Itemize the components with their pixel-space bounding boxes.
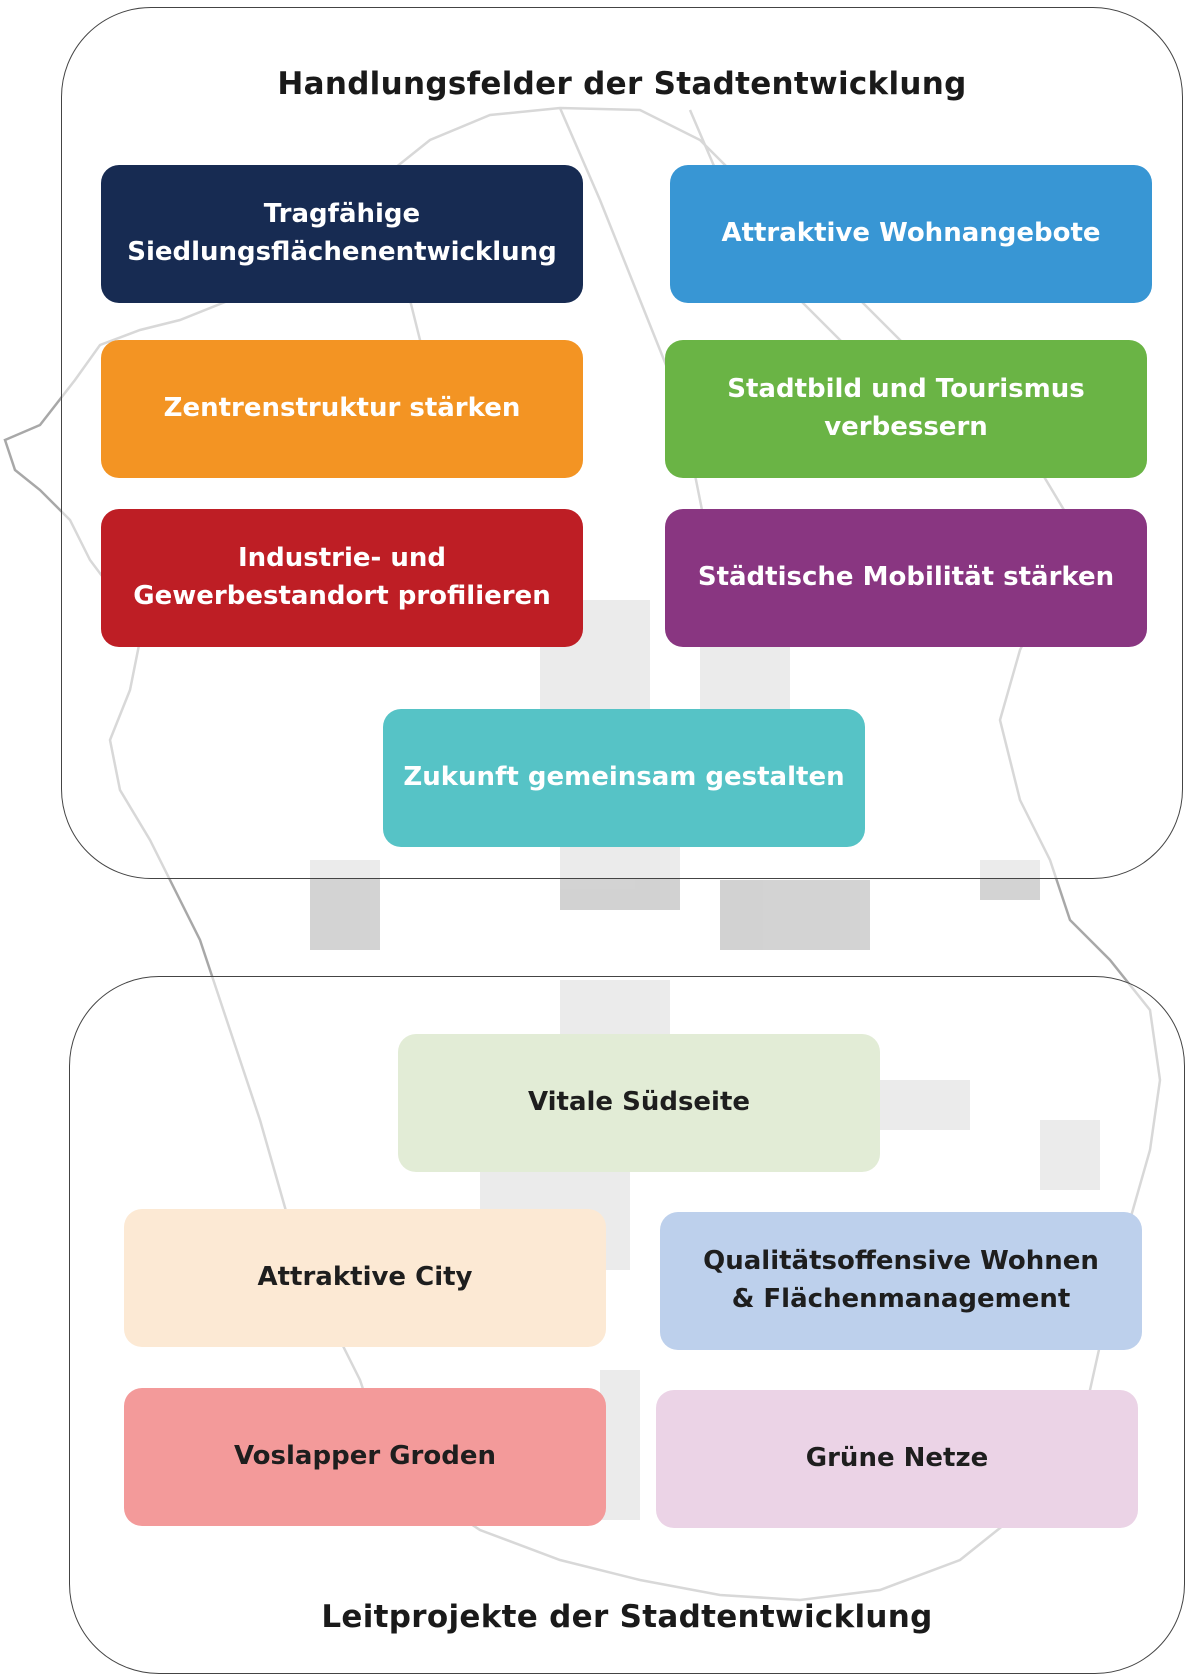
field-industrie-label: Industrie- und Gewerbestandort profilier… <box>133 543 551 611</box>
leitprojekte-title: Leitprojekte der Stadtentwicklung <box>321 1599 933 1635</box>
project-vitale-suedseite-label: Vitale Südseite <box>527 1087 751 1118</box>
project-attraktive-city-label: Attraktive City <box>257 1262 473 1293</box>
field-industrie: Industrie- und Gewerbestandort profilier… <box>101 509 583 647</box>
field-zentrenstruktur: Zentrenstruktur stärken <box>101 340 583 478</box>
field-stadtbild-label: Stadtbild und Tourismus verbessern <box>727 374 1085 442</box>
field-zentrenstruktur-label: Zentrenstruktur stärken <box>163 393 521 424</box>
project-vitale-suedseite: Vitale Südseite <box>398 1034 880 1172</box>
project-attraktive-city: Attraktive City <box>124 1209 606 1347</box>
field-siedlungsflaechen-label: Tragfähige Siedlungsflächenentwicklung <box>127 199 557 267</box>
handlungsfelder-title: Handlungsfelder der Stadtentwicklung <box>277 66 967 102</box>
field-wohnangebote: Attraktive Wohnangebote <box>670 165 1152 303</box>
field-wohnangebote-label: Attraktive Wohnangebote <box>721 218 1101 249</box>
project-voslapper-groden: Voslapper Groden <box>124 1388 606 1526</box>
project-qualitaetsoffensive-label: Qualitätsoffensive Wohnen & Flächenmanag… <box>703 1246 1099 1314</box>
field-mobilitaet-label: Städtische Mobilität stärken <box>697 562 1115 593</box>
project-qualitaetsoffensive: Qualitätsoffensive Wohnen & Flächenmanag… <box>660 1212 1142 1350</box>
field-stadtbild: Stadtbild und Tourismus verbessern <box>665 340 1147 478</box>
project-gruene-netze-label: Grüne Netze <box>805 1443 989 1474</box>
project-voslapper-groden-label: Voslapper Groden <box>233 1441 496 1472</box>
field-mobilitaet: Städtische Mobilität stärken <box>665 509 1147 647</box>
field-zukunft-label: Zukunft gemeinsam gestalten <box>403 762 845 793</box>
field-siedlungsflaechen: Tragfähige Siedlungsflächenentwicklung <box>101 165 583 303</box>
project-gruene-netze: Grüne Netze <box>656 1390 1138 1528</box>
field-zukunft: Zukunft gemeinsam gestalten <box>383 709 865 847</box>
